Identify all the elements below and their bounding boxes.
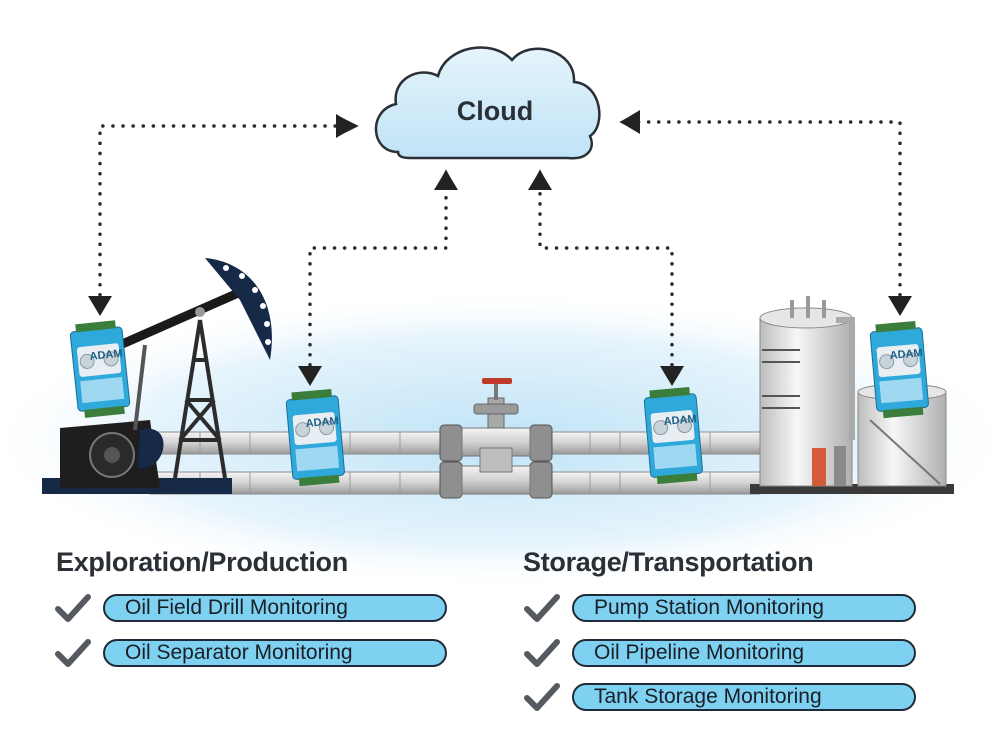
label-pill: Oil Pipeline Monitoring: [572, 639, 916, 667]
checkmark-icon: [524, 639, 560, 667]
connector-lines: [98, 113, 902, 377]
adam-device-label-2: ADAM: [305, 415, 339, 430]
label-pill: Oil Separator Monitoring: [103, 639, 447, 667]
checkmark-icon: [524, 594, 560, 622]
checkmark-icon: [55, 639, 91, 667]
cloud-shape: [374, 46, 601, 160]
label-pill: Pump Station Monitoring: [572, 594, 916, 622]
tank-farm: [750, 296, 954, 494]
adam-device-1: [68, 319, 132, 420]
list-item-oil-separator: Oil Separator Monitoring: [55, 637, 447, 669]
pumpjack: [42, 258, 272, 494]
arrowheads: [88, 110, 912, 386]
adam-device-3: [642, 385, 704, 486]
adam-device-label-1: ADAM: [89, 348, 123, 363]
section-title-storage: Storage/Transportation: [523, 547, 814, 577]
section-title-exploration: Exploration/Production: [56, 547, 348, 577]
adam-device-4: [868, 319, 930, 420]
adam-device-label-3: ADAM: [663, 413, 697, 428]
checkmark-icon: [524, 683, 560, 711]
list-item-oil-pipeline: Oil Pipeline Monitoring: [524, 637, 916, 669]
adam-device-2: [284, 387, 346, 488]
adam-device-label-4: ADAM: [889, 347, 923, 362]
label-pill: Oil Field Drill Monitoring: [103, 594, 447, 622]
list-item-tank-storage: Tank Storage Monitoring: [524, 681, 916, 713]
label-pill: Tank Storage Monitoring: [572, 683, 916, 711]
list-item-pump-station: Pump Station Monitoring: [524, 592, 916, 624]
cloud-label: Cloud: [456, 96, 534, 126]
list-item-oil-field-drill: Oil Field Drill Monitoring: [55, 592, 447, 624]
valve-assembly: [439, 378, 553, 499]
checkmark-icon: [55, 594, 91, 622]
